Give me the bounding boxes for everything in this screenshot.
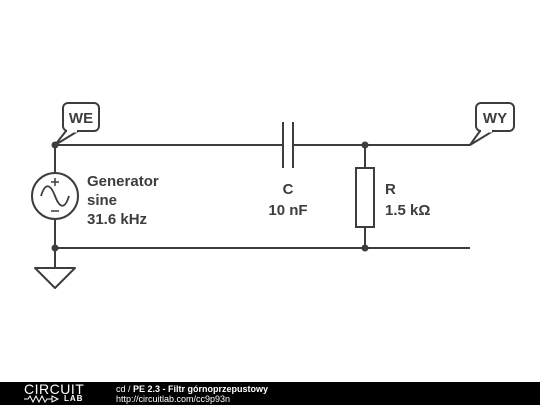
- resistor-value-label: 1.5 kΩ: [385, 202, 430, 219]
- footer-info: cd / PE 2.3 - Filtr górnoprzepustowy htt…: [116, 384, 268, 404]
- resistor-wave-icon: [24, 395, 60, 403]
- port-wy[interactable]: WY: [469, 102, 515, 146]
- port-we-label: WE: [69, 110, 93, 127]
- port-wy-label: WY: [483, 110, 507, 127]
- ground-icon: [34, 267, 76, 289]
- generator-type-label: sine: [87, 192, 117, 209]
- capacitor-value-label: 10 nF: [268, 202, 307, 219]
- junction-node-bottom-right: [361, 244, 369, 252]
- footer-path-prefix: cd /: [116, 384, 131, 394]
- capacitor-ref-label: C: [283, 181, 294, 198]
- capacitor-icon[interactable]: [282, 122, 294, 168]
- circuitlab-logo[interactable]: CIRCUIT LAB: [0, 381, 112, 405]
- circuit-title: PE 2.3 - Filtr górnoprzepustowy: [133, 384, 269, 394]
- logo-main-text: CIRCUIT: [24, 381, 85, 397]
- port-we[interactable]: WE: [54, 102, 100, 146]
- sine-generator-icon[interactable]: [31, 172, 79, 220]
- generator-frequency-label: 31.6 kHz: [87, 211, 147, 228]
- circuit-schematic: WE WY Generator sine 31.6 kHz C 10 nF R …: [31, 102, 515, 289]
- footer-title-line: cd / PE 2.3 - Filtr górnoprzepustowy: [116, 384, 268, 394]
- generator-name-label: Generator: [87, 173, 159, 190]
- footer-bar: CIRCUIT LAB cd / PE 2.3 - Filtr górnoprz…: [0, 381, 540, 405]
- resistor-ref-label: R: [385, 181, 396, 198]
- circuit-url[interactable]: http://circuitlab.com/cc9p93n: [116, 394, 231, 404]
- resistor-icon[interactable]: [355, 167, 375, 228]
- logo-sub-text: LAB: [64, 394, 84, 403]
- junction-node-top-right: [361, 141, 369, 149]
- junction-node-bottom-left: [51, 244, 59, 252]
